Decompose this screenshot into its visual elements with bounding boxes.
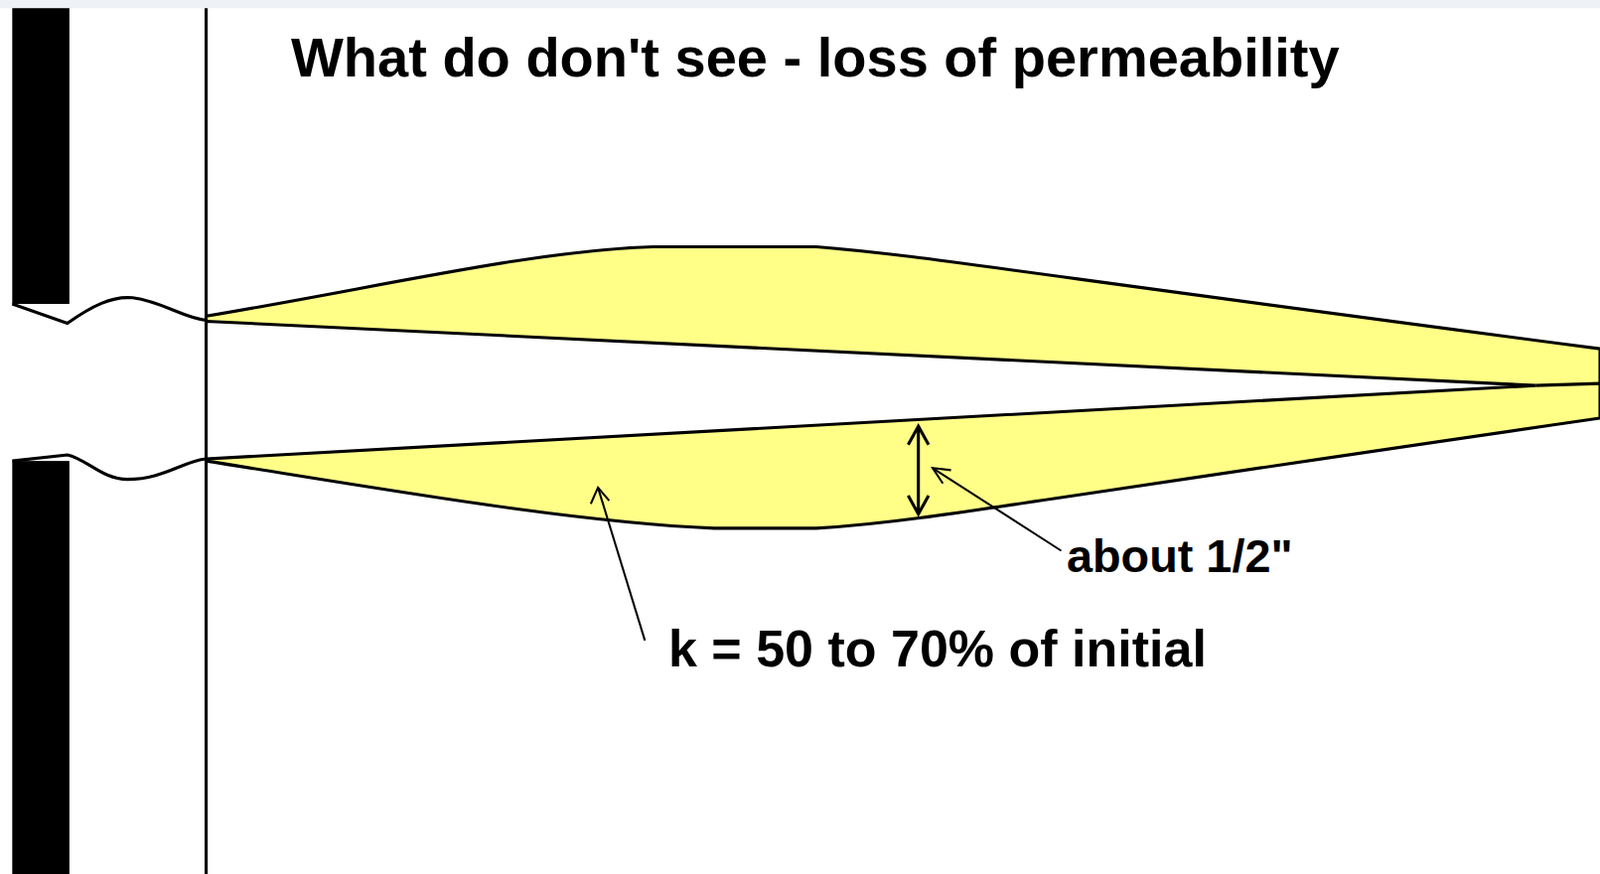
arrowhead xyxy=(907,495,929,514)
leader-line xyxy=(597,487,645,641)
perforation-tunnel xyxy=(206,320,1537,459)
top-strip xyxy=(0,0,1600,8)
leader-line xyxy=(932,467,1061,551)
arrowhead xyxy=(590,487,609,504)
crushed-zone xyxy=(206,246,1600,528)
casing-wall xyxy=(11,460,70,874)
perforation-entry-edge xyxy=(11,454,206,480)
arrowhead xyxy=(907,426,929,444)
tunnel-tip xyxy=(1535,383,1600,386)
arrowhead xyxy=(932,467,951,483)
permeability-note: k = 50 to 70% of initial xyxy=(668,619,1207,680)
dimension-label: about 1/2" xyxy=(1066,530,1294,584)
casing-wall xyxy=(11,7,70,304)
dimension-arrow xyxy=(916,426,920,513)
diagram-title: What do don't see - loss of permeability xyxy=(290,25,1340,90)
perforation-entry xyxy=(11,297,206,480)
perforation-entry-edge xyxy=(11,297,206,324)
